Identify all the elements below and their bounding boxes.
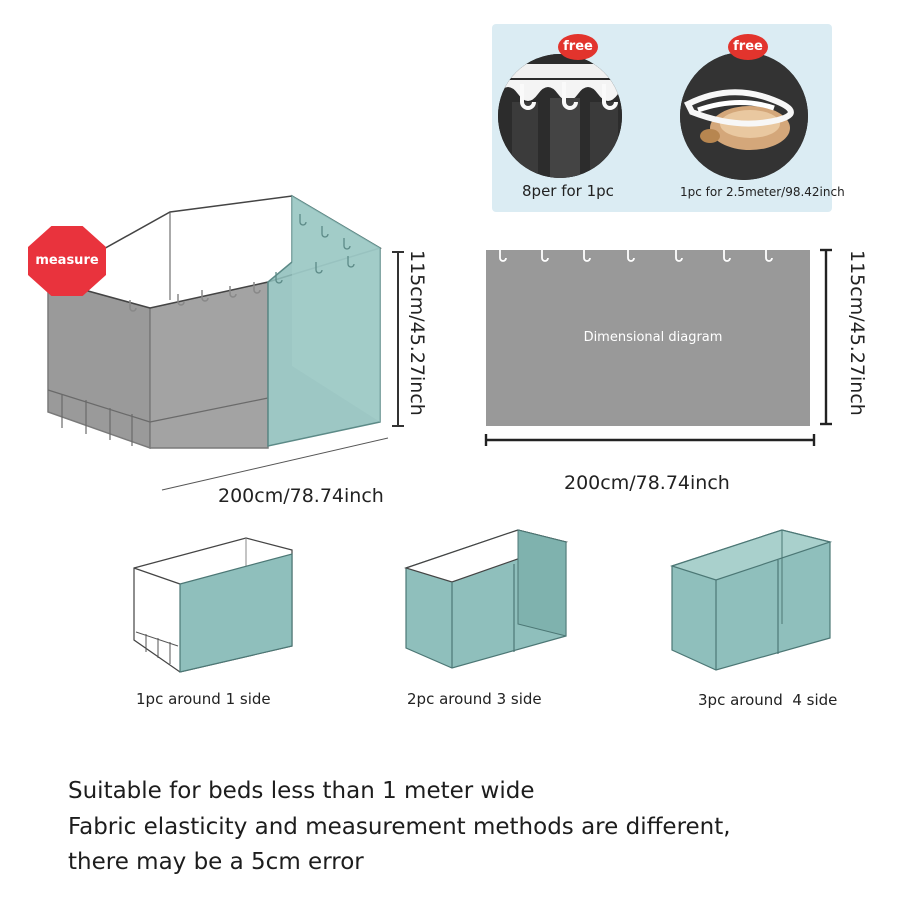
diagram-width-label: 200cm/78.74inch <box>564 472 730 494</box>
config-label-3: 3pc around 4 side <box>698 691 838 709</box>
rope-caption: 1pc for 2.5meter/98.42inch <box>680 185 845 199</box>
note-line-1: Suitable for beds less than 1 meter wide <box>68 778 535 804</box>
config-4-side <box>670 529 833 671</box>
accessories-panel: free free 8per for 1pc 1pc for 2.5meter/… <box>492 24 845 212</box>
diagram-height-label: 115cm/45.27inch <box>846 250 868 416</box>
dimensional-diagram-title: Dimensional diagram <box>583 330 723 345</box>
config-1-side <box>133 537 293 673</box>
config-label-1: 1pc around 1 side <box>136 690 271 708</box>
elastic-rope-icon <box>680 52 808 180</box>
bed-width-label: 200cm/78.74inch <box>218 485 384 507</box>
note-line-2: Fabric elasticity and measurement method… <box>68 814 731 840</box>
note-line-3: there may be a 5cm error <box>68 849 364 875</box>
dimensional-diagram <box>484 248 832 446</box>
measure-badge: measure <box>28 226 106 296</box>
free-badge-hooks: free <box>558 34 598 60</box>
config-3-side <box>404 529 569 669</box>
bed-height-label: 115cm/45.27inch <box>406 250 428 416</box>
bed-curtain-illustration <box>46 194 404 491</box>
free-badge-rope: free <box>728 34 768 60</box>
curtain-hook-icon <box>498 52 808 180</box>
config-label-2: 2pc around 3 side <box>407 690 542 708</box>
hooks-caption: 8per for 1pc <box>522 182 614 200</box>
